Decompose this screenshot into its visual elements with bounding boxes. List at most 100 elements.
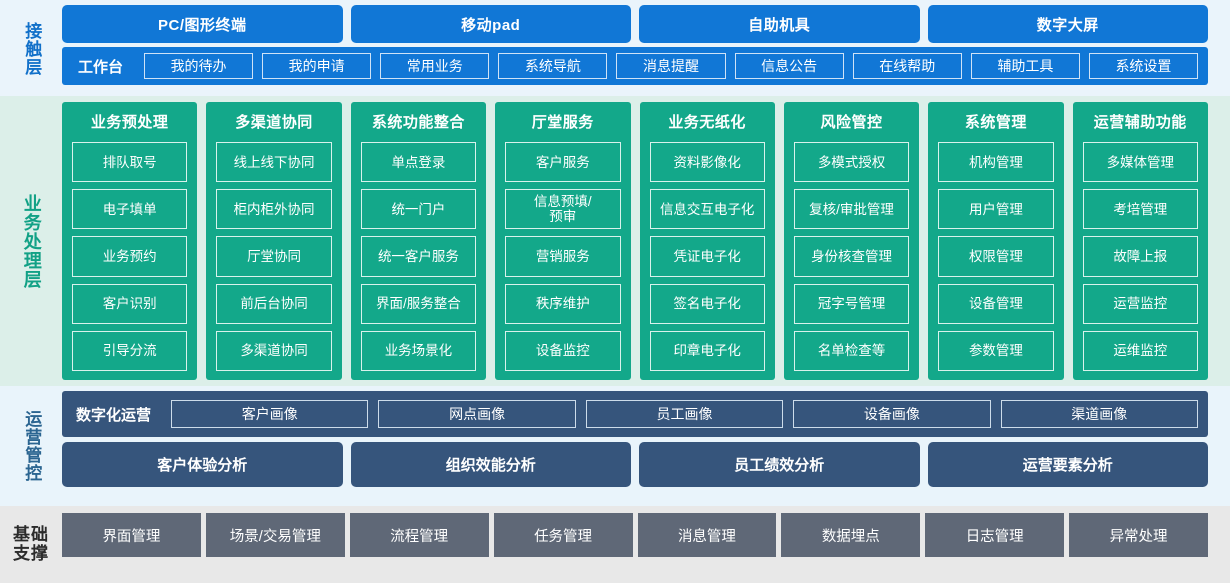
business-item[interactable]: 线上线下协同 bbox=[216, 142, 332, 183]
business-item[interactable]: 冠字号管理 bbox=[793, 283, 910, 324]
business-item[interactable]: 单点登录 bbox=[360, 142, 477, 183]
contact-layer-body: PC/图形终端 移动pad 自助机具 数字大屏 工作台 我的待办 我的申请 常用… bbox=[62, 5, 1230, 92]
business-item[interactable]: 设备监控 bbox=[505, 330, 621, 372]
nav-item-my-application[interactable]: 我的申请 bbox=[262, 53, 372, 79]
business-column-system-integration: 系统功能整合 单点登录 统一门户 统一客户服务 界面/服务整合 业务场景化 bbox=[350, 102, 487, 380]
channel-mobile-pad[interactable]: 移动pad bbox=[350, 5, 631, 43]
operations-layer-body: 数字化运营 客户画像 网点画像 员工画像 设备画像 渠道画像 客户体验分析 组织… bbox=[62, 391, 1230, 501]
portrait-device[interactable]: 设备画像 bbox=[793, 400, 991, 428]
business-item[interactable]: 客户识别 bbox=[72, 283, 188, 324]
business-item[interactable]: 凭证电子化 bbox=[649, 236, 765, 277]
business-item[interactable]: 统一门户 bbox=[360, 189, 477, 230]
business-column-hall-service: 厅堂服务 客户服务 信息预填/ 预审 营销服务 秩序维护 设备监控 bbox=[495, 102, 631, 380]
analysis-employee-performance[interactable]: 员工绩效分析 bbox=[639, 442, 920, 487]
base-item-process-management[interactable]: 流程管理 bbox=[349, 513, 489, 557]
business-column-preprocess: 业务预处理 排队取号 电子填单 业务预约 客户识别 引导分流 bbox=[62, 102, 198, 380]
business-item[interactable]: 业务场景化 bbox=[360, 330, 477, 372]
workbench-nav-bar: 工作台 我的待办 我的申请 常用业务 系统导航 消息提醒 信息公告 在线帮助 辅… bbox=[62, 47, 1208, 85]
portrait-channel[interactable]: 渠道画像 bbox=[1000, 400, 1198, 428]
business-layer-body: 业务预处理 排队取号 电子填单 业务预约 客户识别 引导分流 多渠道协同 线上线… bbox=[62, 102, 1230, 380]
column-title: 运营辅助功能 bbox=[1093, 114, 1187, 131]
channel-digital-screen[interactable]: 数字大屏 bbox=[927, 5, 1208, 43]
nav-item-my-todo[interactable]: 我的待办 bbox=[144, 53, 254, 79]
business-item[interactable]: 印章电子化 bbox=[649, 330, 765, 372]
business-item[interactable]: 信息交互电子化 bbox=[649, 189, 765, 230]
business-column-paperless: 业务无纸化 资料影像化 信息交互电子化 凭证电子化 签名电子化 印章电子化 bbox=[639, 102, 775, 380]
business-item[interactable]: 考培管理 bbox=[1082, 189, 1198, 230]
base-item-exception-handling[interactable]: 异常处理 bbox=[1069, 513, 1208, 557]
business-item[interactable]: 客户服务 bbox=[505, 142, 621, 183]
nav-item-announcement[interactable]: 信息公告 bbox=[734, 53, 844, 79]
nav-item-message-alert[interactable]: 消息提醒 bbox=[616, 53, 726, 79]
business-item[interactable]: 用户管理 bbox=[938, 189, 1054, 230]
analysis-organization-efficiency[interactable]: 组织效能分析 bbox=[350, 442, 631, 487]
nav-item-auxiliary-tools[interactable]: 辅助工具 bbox=[970, 53, 1080, 79]
business-column-operation-support: 运营辅助功能 多媒体管理 考培管理 故障上报 运营监控 运维监控 bbox=[1072, 102, 1208, 380]
portrait-customer[interactable]: 客户画像 bbox=[171, 400, 369, 428]
business-layer: 业务处理层 业务预处理 排队取号 电子填单 业务预约 客户识别 引导分流 多渠道… bbox=[0, 96, 1230, 386]
base-item-data-tracking[interactable]: 数据埋点 bbox=[781, 513, 921, 557]
column-title: 风险管控 bbox=[820, 114, 883, 131]
business-item[interactable]: 统一客户服务 bbox=[360, 236, 477, 277]
business-item[interactable]: 排队取号 bbox=[72, 142, 188, 183]
base-support-layer-label: 基础 支撑 bbox=[0, 513, 62, 576]
channel-pc[interactable]: PC/图形终端 bbox=[62, 5, 343, 43]
business-item[interactable]: 运营监控 bbox=[1082, 283, 1198, 324]
base-support-layer-body: 界面管理 场景/交易管理 流程管理 任务管理 消息管理 数据埋点 日志管理 异常… bbox=[62, 513, 1230, 576]
base-item-scene-transaction-management[interactable]: 场景/交易管理 bbox=[205, 513, 345, 557]
business-item[interactable]: 参数管理 bbox=[938, 330, 1054, 372]
business-item[interactable]: 机构管理 bbox=[938, 142, 1054, 183]
business-item[interactable]: 身份核查管理 bbox=[793, 236, 910, 277]
business-item[interactable]: 电子填单 bbox=[72, 189, 188, 230]
base-item-message-management[interactable]: 消息管理 bbox=[637, 513, 777, 557]
business-column-multichannel: 多渠道协同 线上线下协同 柜内柜外协同 厅堂协同 前后台协同 多渠道协同 bbox=[206, 102, 342, 380]
column-title: 业务无纸化 bbox=[668, 114, 746, 131]
base-item-task-management[interactable]: 任务管理 bbox=[493, 513, 633, 557]
business-item[interactable]: 故障上报 bbox=[1082, 236, 1198, 277]
business-item[interactable]: 权限管理 bbox=[938, 236, 1054, 277]
channel-row: PC/图形终端 移动pad 自助机具 数字大屏 bbox=[62, 5, 1208, 43]
nav-item-common-business[interactable]: 常用业务 bbox=[380, 53, 490, 79]
channel-self-service[interactable]: 自助机具 bbox=[639, 5, 920, 43]
business-item[interactable]: 前后台协同 bbox=[216, 283, 332, 324]
portrait-branch[interactable]: 网点画像 bbox=[378, 400, 576, 428]
workbench-title: 工作台 bbox=[78, 58, 124, 76]
column-title: 系统功能整合 bbox=[371, 114, 465, 131]
business-item[interactable]: 业务预约 bbox=[72, 236, 188, 277]
business-item[interactable]: 名单检查等 bbox=[793, 330, 910, 372]
portrait-employee[interactable]: 员工画像 bbox=[585, 400, 784, 428]
base-item-log-management[interactable]: 日志管理 bbox=[925, 513, 1065, 557]
business-item[interactable]: 复核/审批管理 bbox=[793, 189, 910, 230]
nav-item-system-navigation[interactable]: 系统导航 bbox=[498, 53, 608, 79]
business-item[interactable]: 营销服务 bbox=[505, 236, 621, 277]
business-item[interactable]: 多媒体管理 bbox=[1082, 142, 1198, 183]
business-item[interactable]: 信息预填/ 预审 bbox=[505, 189, 621, 230]
business-item[interactable]: 多渠道协同 bbox=[216, 330, 332, 372]
business-item[interactable]: 签名电子化 bbox=[649, 283, 765, 324]
business-item[interactable]: 界面/服务整合 bbox=[360, 283, 477, 324]
business-item[interactable]: 引导分流 bbox=[72, 330, 188, 372]
base-label-line2: 支撑 bbox=[13, 543, 49, 563]
column-title: 系统管理 bbox=[964, 114, 1027, 131]
business-item[interactable]: 厅堂协同 bbox=[216, 236, 332, 277]
base-item-ui-management[interactable]: 界面管理 bbox=[62, 513, 201, 557]
analysis-customer-experience[interactable]: 客户体验分析 bbox=[62, 442, 343, 487]
base-label-line1: 基础 bbox=[13, 525, 49, 545]
analysis-operation-factors[interactable]: 运营要素分析 bbox=[927, 442, 1208, 487]
operations-layer-label: 运营管控 bbox=[22, 410, 42, 482]
business-item[interactable]: 资料影像化 bbox=[649, 142, 765, 183]
base-support-row: 界面管理 场景/交易管理 流程管理 任务管理 消息管理 数据埋点 日志管理 异常… bbox=[62, 513, 1208, 557]
base-support-layer: 基础 支撑 界面管理 场景/交易管理 流程管理 任务管理 消息管理 数据埋点 日… bbox=[0, 506, 1230, 583]
business-item[interactable]: 秩序维护 bbox=[505, 283, 621, 324]
column-title: 多渠道协同 bbox=[235, 114, 313, 131]
business-column-risk-control: 风险管控 多模式授权 复核/审批管理 身份核查管理 冠字号管理 名单检查等 bbox=[783, 102, 920, 380]
business-item[interactable]: 柜内柜外协同 bbox=[216, 189, 332, 230]
business-item[interactable]: 运维监控 bbox=[1082, 330, 1198, 372]
operations-layer: 运营管控 数字化运营 客户画像 网点画像 员工画像 设备画像 渠道画像 客户体验… bbox=[0, 386, 1230, 506]
nav-item-system-settings[interactable]: 系统设置 bbox=[1088, 53, 1198, 79]
nav-item-online-help[interactable]: 在线帮助 bbox=[852, 53, 962, 79]
digital-operations-title: 数字化运营 bbox=[76, 406, 152, 424]
business-item[interactable]: 多模式授权 bbox=[793, 142, 910, 183]
business-item[interactable]: 设备管理 bbox=[938, 283, 1054, 324]
